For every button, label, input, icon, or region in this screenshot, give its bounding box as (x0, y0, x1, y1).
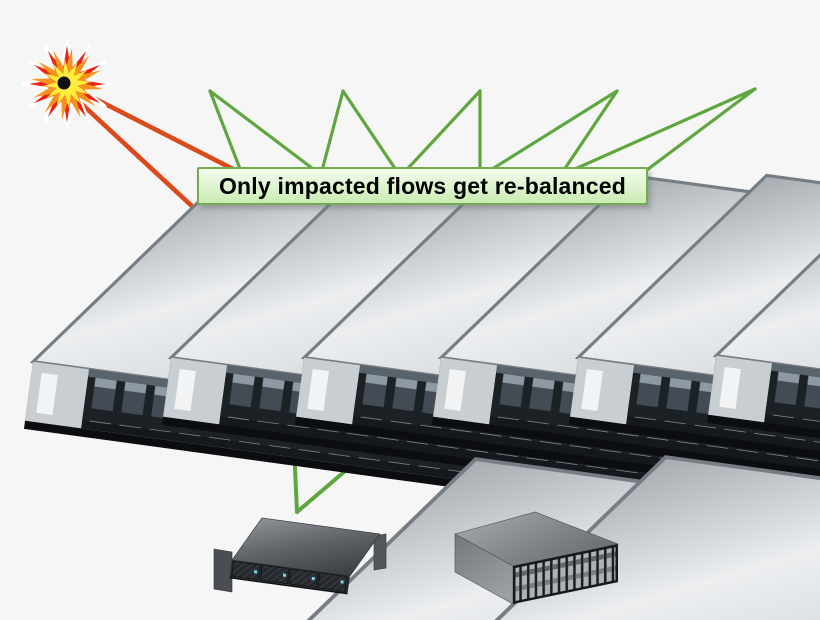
rack-server-node (213, 517, 387, 595)
storage-array-icon (454, 511, 620, 605)
explosion-icon (21, 38, 113, 130)
storage-array-node (454, 511, 620, 605)
rack-server-icon (213, 517, 387, 595)
banner-label: Only impacted flows get re-balanced (218, 172, 627, 199)
callout-banner: Only impacted flows get re-balanced (197, 167, 648, 205)
